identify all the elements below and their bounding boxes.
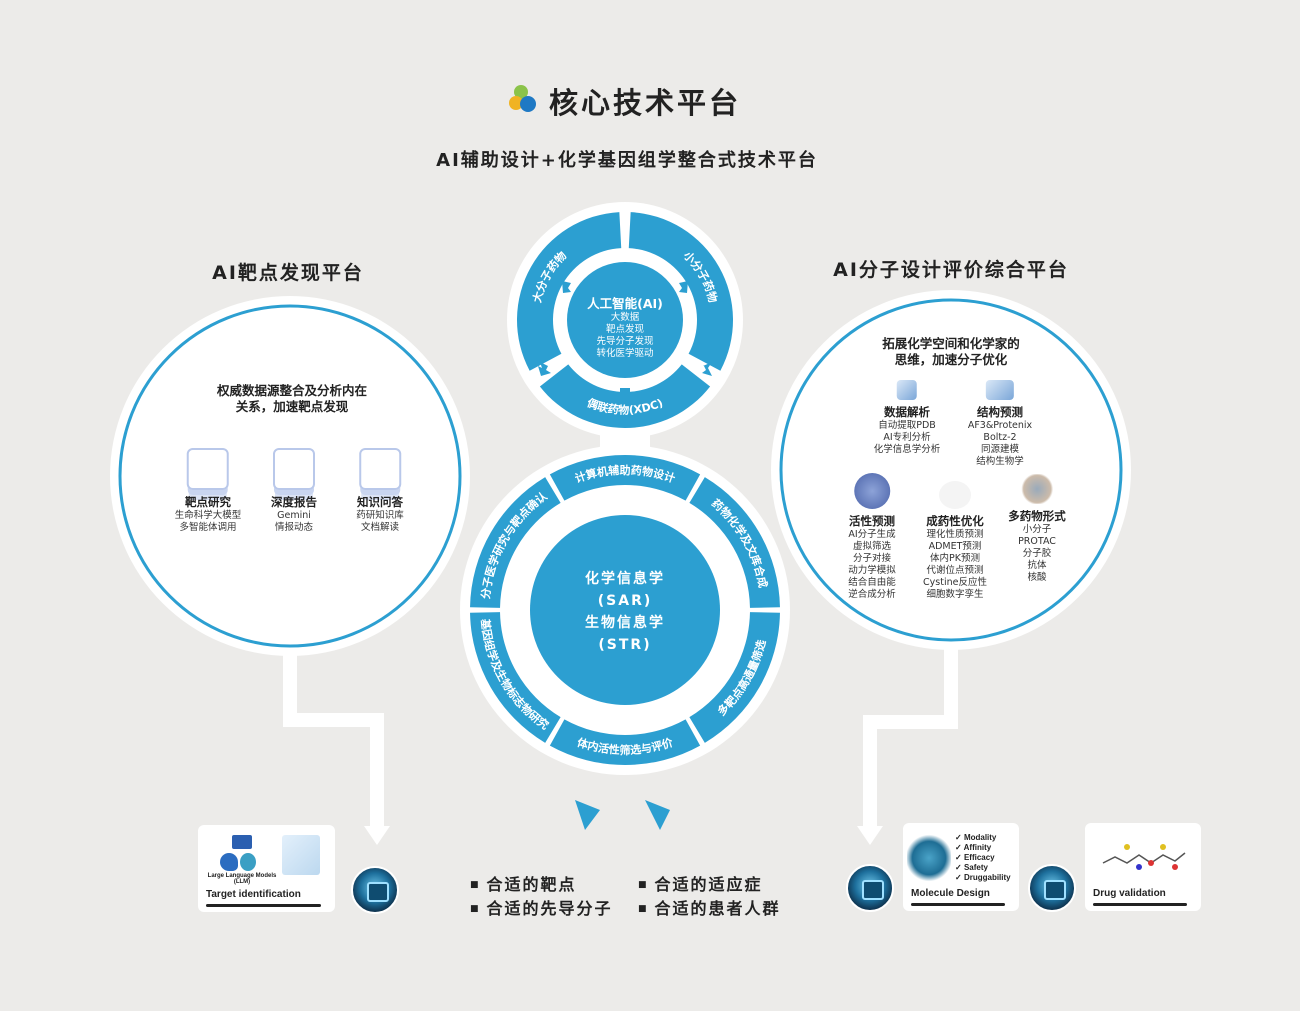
protein-structure-image [907,833,951,883]
chevron-down-icon [645,800,670,830]
drug-modality-image [1020,474,1054,504]
flow-connectors [283,636,958,828]
head-icon [220,853,238,871]
chip-icon [846,864,894,912]
ai-head-icon [240,853,256,871]
chevron-down-icon [575,800,600,830]
ring-segment [689,477,780,608]
outcome-item: 合适的适应症 [638,871,763,895]
informatics-core-circle [530,515,720,705]
chemical-space-image [939,481,971,509]
ai-core-circle [567,262,683,378]
check-item: ✓ Efficacy [955,853,995,862]
right-platform-title: AI分子设计评价综合平台 [833,259,1069,281]
outcome-item: 合适的先导分子 [470,895,613,919]
ring-segment [689,612,780,743]
binding-pocket-image [853,473,890,509]
target-identification-card: Large Language Models (LLM) Target ident… [198,825,335,912]
logo-icon [509,85,536,112]
ring-segment [628,212,733,371]
feature-item: 靶点研究生命科学大模型多智能体调用 [175,448,241,534]
check-item: ✓ Modality [955,833,997,842]
ring-segment [549,719,701,765]
arrow-down-icon [857,826,883,845]
arrow-down-icon [364,826,390,845]
ai-core-text: 人工智能(AI) 大数据 靶点发现 先导分子发现 转化医学驱动 [587,296,663,359]
feature-item: 知识问答药研知识库文档解读 [356,448,404,534]
ring-segment [470,477,561,608]
molecule-design-card: ✓ Modality✓ Affinity✓ Efficacy✓ Safety✓ … [903,823,1019,911]
chip-icon [351,866,399,914]
book-icon [358,448,401,490]
screen-image [282,835,320,875]
outcome-item: 合适的靶点 [470,871,577,895]
informatics-core-text: 化学信息学(SAR)生物信息学(STR) [585,571,665,653]
ring-segment [470,612,561,743]
report-icon [273,448,315,490]
check-item: ✓ Druggability [955,873,1011,882]
page-subtitle: AI辅助设计+化学基因组学整合式技术平台 [436,150,818,171]
ring-segment [516,212,622,371]
protein-structure-icon [986,380,1014,400]
check-item: ✓ Affinity [955,843,992,852]
chat-icon [232,835,252,849]
ring-segment [549,455,701,501]
page-title: 核心技术平台 [548,86,742,120]
chip-icon [1028,864,1076,912]
left-platform-title: AI靶点发现平台 [212,262,364,284]
bar-chart-icon [896,380,917,400]
molecule-image [1102,844,1186,870]
right-heading: 拓展化学空间和化学家的思维，加速分子优化 [882,336,1020,367]
drug-validation-card: Drug validation [1085,823,1201,911]
check-item: ✓ Safety [955,863,988,872]
left-heading: 权威数据源整合及分析内在关系，加速靶点发现 [216,383,368,414]
target-icon [186,448,229,490]
outcome-item: 合适的患者人群 [638,895,781,919]
flow-arrows [538,281,712,830]
